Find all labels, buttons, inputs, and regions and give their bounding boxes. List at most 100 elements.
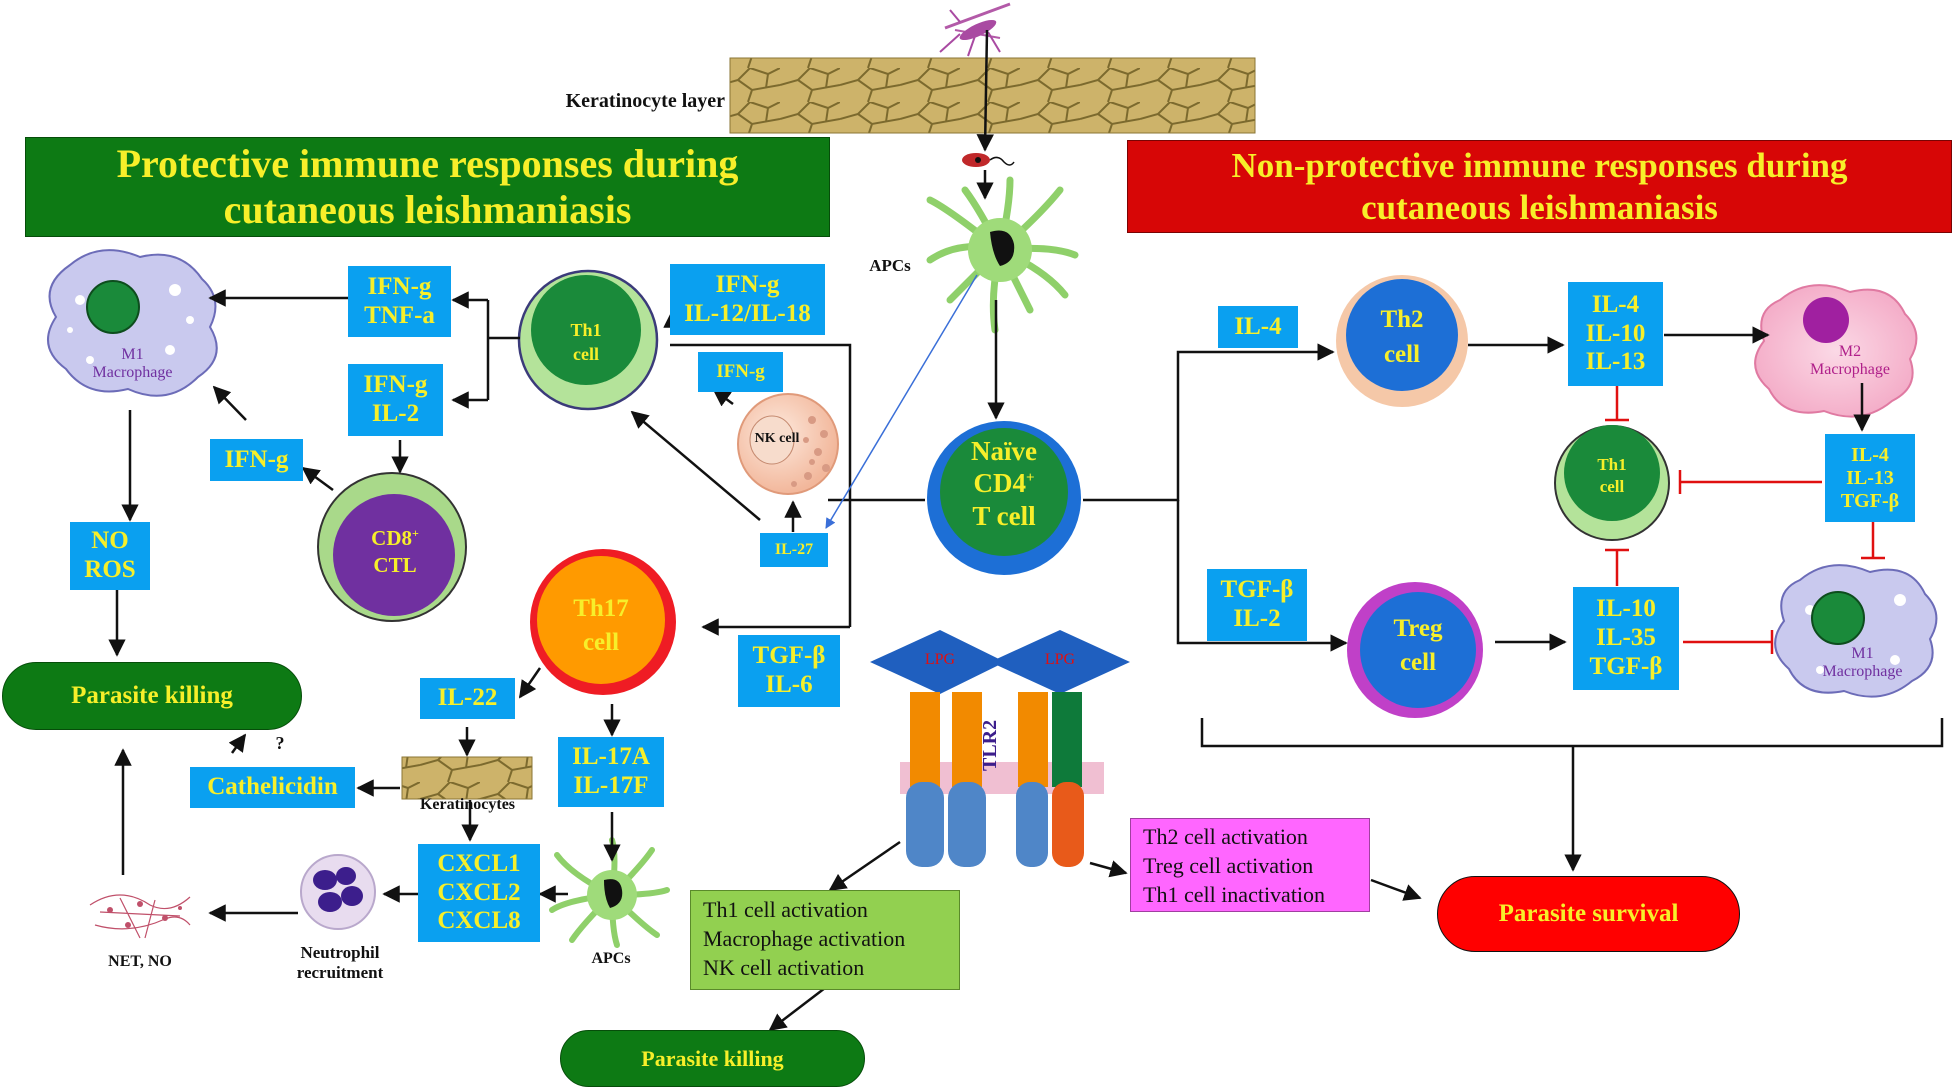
treg-body [1360,592,1476,708]
box-cathelicidin: Cathelicidin [190,767,355,808]
box-cxcl-line-2: CXCL2 [437,878,521,906]
th1-right-line-2: cell [1599,477,1625,497]
box-il4-10-13-line-3: IL-13 [1585,348,1646,376]
m1-macrophage-right-icon [1774,564,1938,698]
m1-right-line-1: M1 [1851,645,1874,662]
m1-right-label: M1 Macrophage [1800,645,1925,680]
box-cxcl-line-1: CXCL1 [437,849,521,877]
naive-label-line-2: CD4+ [934,467,1074,499]
tlr2-label: TLR2 [978,719,1001,771]
parasite-killing-bottom: Parasite killing [560,1030,865,1087]
treg-label: Treg cell [1368,612,1468,680]
th17-body [537,556,665,684]
box-il27-line-1: IL-27 [774,540,814,558]
box-il10-35-tgfb-line-1: IL-10 [1596,595,1656,623]
nonprotective-banner-line-2: cutaneous leishmaniasis [1361,187,1718,227]
th1-left-body [531,275,641,385]
box-ifng-il2-line-2: IL-2 [371,400,420,427]
blue-arrow [825,274,978,529]
box-il4-13-tgfb-line-1: IL-4 [1851,443,1889,466]
box-ifng-tnfa-line-2: TNF-a [364,301,435,329]
m1-left-line-2: Macrophage [92,363,173,381]
box-no-ros-line-2: ROS [84,556,136,583]
lpg-label-1: LPG [924,651,956,668]
nk-cell-icon [737,393,839,495]
naive-label-line-3: T cell [972,500,1036,531]
outcome-green-line-3: NK cell activation [703,955,865,981]
th1-right-body [1564,425,1660,521]
m1-left-line-1: M1 [121,346,144,363]
nonprotective-banner-line-1: Non-protective immune responses during [1231,145,1848,185]
box-ifng-left: IFN-g [210,439,303,481]
box-cxcl-line-3: CXCL8 [437,907,521,935]
box-ifng-il12-line-1: IFN-g [715,270,780,298]
neutrophil-line-2: recruitment [296,963,384,983]
box-il4: IL-4 [1218,306,1298,348]
box-il4-line-1: IL-4 [1234,312,1282,340]
keratinocyte-layer-image [729,57,1256,134]
box-cathelicidin-line-1: Cathelicidin [207,773,338,801]
box-il22-line-1: IL-22 [437,684,498,712]
th17-line-2: cell [582,628,620,656]
box-no-ros-line-1: NO [91,527,129,555]
box-il17-line-2: IL-17F [573,772,649,799]
parasite-killing-left: Parasite killing [2,662,302,730]
th17-label: Th17 cell [550,592,652,660]
box-tgfb-il2-line-2: IL-2 [1233,605,1281,632]
protective-banner-line-2: cutaneous leishmaniasis [223,187,632,232]
lpg-label-2: LPG [1044,651,1076,668]
box-il22: IL-22 [420,678,515,719]
cd8-label: CD8+ CTL [345,525,445,580]
th2-body [1346,279,1458,391]
box-ifng-nk: IFN-g [698,352,783,392]
box-il4-13-tgfb-line-3: TGF-β [1840,489,1900,512]
th2-line-2: cell [1383,341,1421,368]
box-tgfb-il6-line-2: IL-6 [765,671,813,698]
neutrophil-line-1: Neutrophil [300,943,380,962]
box-il17-line-1: IL-17A [572,743,650,771]
outcome-green-box: Th1 cell activation Macrophage activatio… [690,890,960,990]
outcome-pink-line-3: Th1 cell inactivation [1143,882,1326,908]
box-tgfb-il6-line-1: TGF-β [752,642,826,670]
box-ifng-il2-line-1: IFN-g [363,371,428,399]
question-mark: ? [275,733,285,753]
cd8-superscript: + [412,526,419,540]
m2-line-2: Macrophage [1810,360,1890,378]
m1-left-label: M1 Macrophage [70,346,195,381]
protective-banner: Protective immune responses during cutan… [25,137,830,237]
th1-left-line-2: cell [573,344,599,365]
tlr2-receptor [870,630,1130,867]
net-icon [89,894,191,939]
box-ifng-nk-line-1: IFN-g [716,361,765,383]
neutrophil-icon [300,854,376,930]
brace [1200,718,1944,766]
keratinocytes-label: Keratinocytes [419,796,516,813]
cd8-line-2: CTL [373,553,417,578]
keratinocyte-layer-label: Keratinocyte layer [565,90,725,112]
apcs-top-label: APCs [869,256,911,275]
th1-left-line-1: Th1 [570,320,602,340]
treg-line-1: Treg [1393,615,1443,642]
naive-cd4-text: CD4 [973,468,1026,499]
arrows [108,29,1871,1032]
keratinocytes-image [401,756,533,800]
box-il10-35-tgfb-line-3: TGF-β [1589,652,1663,680]
parasite-survival: Parasite survival [1437,876,1740,952]
cd8-line-1: CD8+ [345,525,445,552]
box-il10-35-tgfb-line-2: IL-35 [1596,624,1656,652]
box-il27: IL-27 [760,533,828,567]
box-tgfb-il2-line-1: TGF-β [1220,576,1294,604]
th1-right-line-1: Th1 [1597,455,1627,474]
nonprotective-banner: Non-protective immune responses during c… [1127,140,1952,233]
nk-cell-label: NK cell [754,431,800,446]
net-label: NET, NO [108,953,172,970]
outcome-pink-box: Th2 cell activation Treg cell activation… [1130,818,1370,912]
th17-line-1: Th17 [573,595,629,622]
